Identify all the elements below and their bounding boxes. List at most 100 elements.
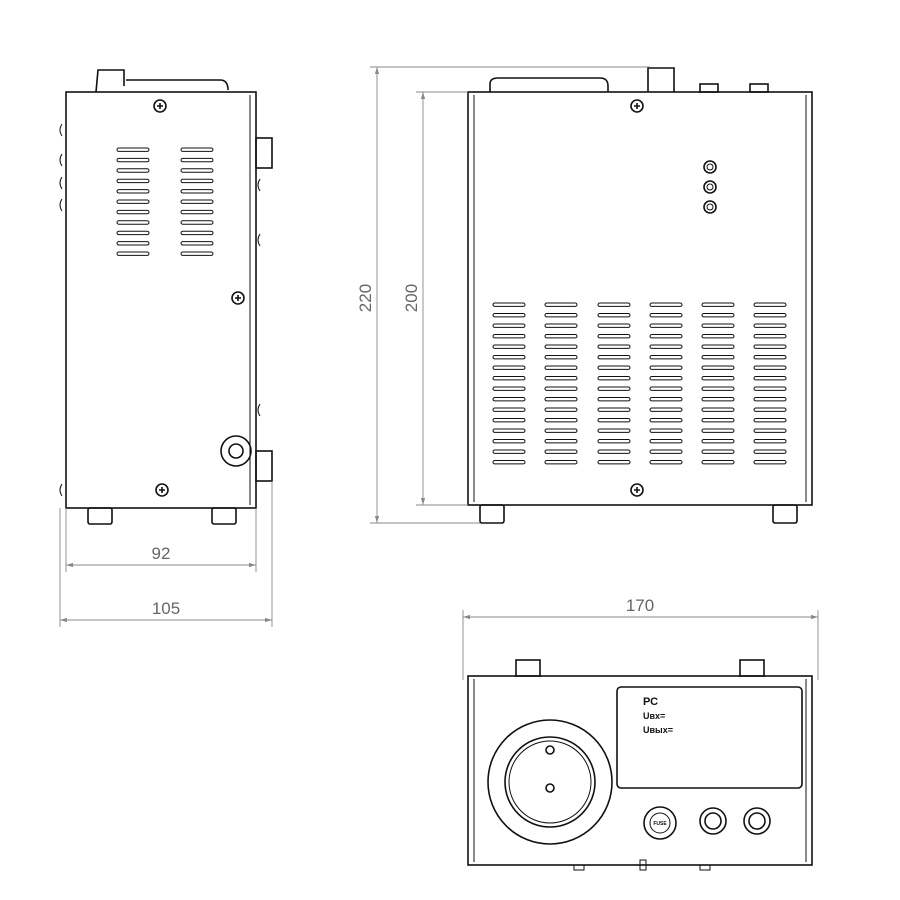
vent-slot bbox=[753, 376, 787, 381]
vent-slot bbox=[753, 365, 787, 370]
vent-slot bbox=[701, 397, 735, 402]
vent-slot bbox=[180, 251, 214, 256]
vent-slot bbox=[597, 313, 631, 318]
vent-slot bbox=[544, 334, 578, 339]
side-clip bbox=[59, 198, 63, 212]
vent-slot bbox=[544, 376, 578, 381]
vent-slot bbox=[492, 323, 526, 328]
power-socket bbox=[487, 719, 613, 845]
vent-slot bbox=[649, 397, 683, 402]
vent-slot bbox=[116, 199, 150, 204]
side-clip bbox=[59, 483, 63, 497]
vent-slot bbox=[544, 460, 578, 465]
vent-slot bbox=[180, 147, 214, 152]
front-foot-right bbox=[772, 504, 798, 524]
dimension-170: 170 bbox=[462, 596, 819, 680]
vent-slot bbox=[492, 334, 526, 339]
vent-slot bbox=[180, 241, 214, 246]
vent-slot bbox=[544, 302, 578, 307]
display-window bbox=[616, 686, 803, 789]
side-clip bbox=[257, 233, 261, 247]
vent-slot bbox=[492, 397, 526, 402]
vent-slot bbox=[753, 428, 787, 433]
vent-slot bbox=[180, 230, 214, 236]
vent-slot bbox=[492, 313, 526, 318]
vent-slot bbox=[701, 376, 735, 381]
vent-slot bbox=[597, 323, 631, 328]
side-terminal-top bbox=[255, 137, 273, 169]
vent-slot bbox=[649, 302, 683, 307]
side-foot-left bbox=[87, 507, 113, 525]
vent-slot bbox=[701, 428, 735, 433]
vent-slot bbox=[597, 397, 631, 402]
dimension-label: 220 bbox=[356, 284, 375, 312]
side-view bbox=[59, 69, 273, 525]
vent-slot bbox=[597, 428, 631, 433]
vent-slot bbox=[649, 386, 683, 391]
vent-slot bbox=[544, 355, 578, 360]
vent-slot bbox=[649, 334, 683, 339]
side-knob-connector bbox=[220, 435, 252, 467]
vent-slot bbox=[701, 365, 735, 370]
panel-label-pc: РС bbox=[643, 696, 658, 708]
bottom-tab bbox=[573, 864, 585, 871]
button-2[interactable] bbox=[743, 807, 771, 835]
vent-slot bbox=[753, 407, 787, 412]
vent-slot bbox=[492, 386, 526, 391]
screw-icon bbox=[630, 483, 644, 497]
vent-slot bbox=[544, 313, 578, 318]
vent-slot bbox=[492, 460, 526, 465]
bottom-tab bbox=[699, 864, 711, 871]
vent-slot bbox=[753, 386, 787, 391]
front-knob bbox=[647, 67, 675, 92]
dimension-200: 200 bbox=[402, 91, 468, 506]
vent-slot bbox=[753, 418, 787, 423]
vent-slot bbox=[180, 189, 214, 194]
vent-slot bbox=[597, 418, 631, 423]
vent-slot bbox=[180, 157, 214, 163]
control-panel-view: РС Uвх= Uвых= FUSE bbox=[467, 659, 813, 871]
vent-slot bbox=[597, 355, 631, 360]
vent-slot bbox=[544, 428, 578, 433]
vent-slot bbox=[597, 460, 631, 465]
vent-slot bbox=[701, 313, 735, 318]
vent-slot bbox=[116, 220, 150, 225]
vent-slot bbox=[701, 460, 735, 465]
vent-slot bbox=[701, 449, 735, 454]
vent-slot bbox=[116, 230, 150, 236]
vent-slot bbox=[597, 302, 631, 307]
dimension-105: 105 bbox=[59, 481, 273, 627]
button-1[interactable] bbox=[699, 807, 727, 835]
screw-icon bbox=[155, 483, 169, 497]
dimension-220: 220 bbox=[356, 66, 650, 524]
vent-slot bbox=[753, 449, 787, 454]
vent-slot bbox=[492, 449, 526, 454]
vent-slot bbox=[753, 397, 787, 402]
screw-icon bbox=[153, 99, 167, 113]
vent-slot bbox=[597, 439, 631, 444]
vent-slot bbox=[701, 439, 735, 444]
vent-slot bbox=[180, 209, 214, 215]
vent-slot bbox=[180, 220, 214, 225]
vent-slot bbox=[544, 386, 578, 391]
vent-slot bbox=[544, 344, 578, 349]
side-clip bbox=[59, 123, 63, 137]
vent-slot bbox=[649, 344, 683, 349]
dimension-92: 92 bbox=[65, 508, 257, 572]
panel-label-output-voltage: Uвых= bbox=[643, 725, 673, 735]
vent-slot bbox=[180, 168, 214, 173]
vent-slot bbox=[753, 439, 787, 444]
vent-slot bbox=[492, 376, 526, 381]
side-panel bbox=[65, 91, 257, 509]
vent-slot bbox=[180, 199, 214, 204]
vent-slot bbox=[649, 449, 683, 454]
front-connector bbox=[749, 83, 769, 93]
front-foot-left bbox=[479, 504, 505, 524]
vent-slot bbox=[753, 313, 787, 318]
vent-slot bbox=[597, 449, 631, 454]
vent-slot bbox=[116, 168, 150, 173]
vent-slot bbox=[753, 460, 787, 465]
vent-slot bbox=[116, 189, 150, 194]
screw-icon bbox=[231, 291, 245, 305]
dimension-label: 105 bbox=[152, 599, 180, 618]
